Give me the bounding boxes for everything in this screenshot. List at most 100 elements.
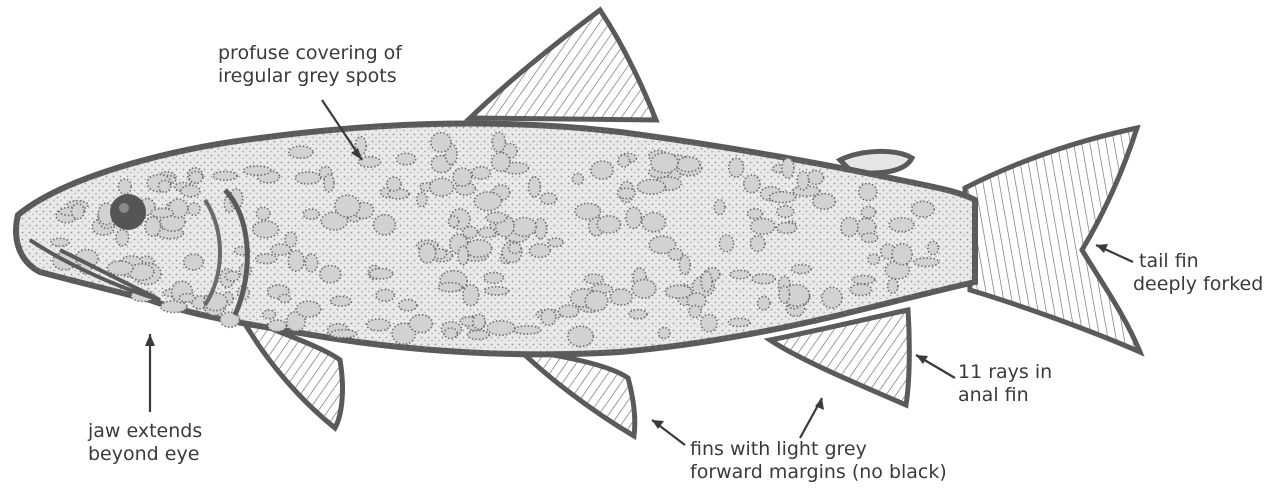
body-spot [729, 158, 744, 177]
body-spot [268, 320, 286, 331]
body-spot [181, 185, 200, 197]
label-tail: tail fin deeply forked [1133, 250, 1263, 296]
body-spot [665, 285, 691, 298]
body-spot [714, 200, 725, 215]
body-spot [529, 177, 541, 197]
body-spot [758, 297, 770, 310]
body-spot [777, 206, 794, 217]
body-spot [367, 319, 390, 331]
body-spot [335, 195, 360, 217]
label-jaw: jaw extends beyond eye [88, 420, 202, 466]
body-spot [575, 203, 601, 219]
body-spot [928, 241, 939, 254]
body-spot [535, 218, 547, 239]
body-spot [751, 219, 775, 235]
body-spot [777, 223, 797, 234]
body-spot [324, 174, 334, 192]
body-spot [852, 276, 875, 284]
body-spot [486, 212, 506, 223]
body-spot [512, 218, 536, 237]
body-spot [572, 174, 583, 185]
body-spot [213, 171, 237, 180]
body-spot [591, 161, 613, 179]
dorsal-fin [470, 10, 656, 120]
body-spot [744, 175, 760, 193]
label-spots-line2: iregular grey spots [218, 65, 402, 88]
body-spot [289, 146, 313, 158]
body-spot [677, 157, 700, 172]
label-fins: fins with light grey forward margins (no… [690, 438, 947, 484]
body-spot [331, 296, 352, 306]
body-spot [107, 261, 133, 275]
body-spot [388, 189, 409, 199]
body-spot [376, 290, 394, 302]
body-spot [288, 250, 304, 271]
label-spots-line1: profuse covering of [218, 42, 402, 65]
body-spot [509, 243, 521, 254]
label-tail-line1: tail fin [1133, 250, 1263, 273]
body-spot [752, 274, 775, 284]
body-spot [626, 207, 641, 228]
body-spot [330, 330, 357, 338]
body-spot [797, 171, 808, 190]
body-spot [243, 166, 271, 175]
body-spot [888, 279, 898, 294]
body-spot [467, 330, 489, 339]
body-spot [484, 273, 503, 284]
body-spot [369, 269, 392, 279]
body-spot [638, 180, 666, 195]
body-spot [444, 328, 457, 339]
body-spot [72, 204, 85, 219]
body-spot [285, 232, 297, 247]
body-spot [629, 310, 647, 319]
body-spot [116, 230, 129, 246]
label-jaw-line2: beyond eye [88, 443, 202, 466]
body-spot [807, 171, 823, 185]
body-spot [568, 326, 593, 346]
body-spot [253, 221, 279, 238]
body-spot [409, 315, 432, 333]
body-spot [632, 280, 656, 298]
body-spot [889, 218, 914, 232]
body-spot [617, 188, 635, 198]
body-spot [188, 203, 200, 216]
body-spot [751, 236, 765, 252]
body-spot [813, 194, 836, 210]
body-spot [256, 207, 270, 220]
label-fins-line2: forward margins (no black) [690, 461, 947, 484]
label-spots: profuse covering of iregular grey spots [218, 42, 402, 88]
body-spot [861, 207, 875, 218]
body-spot [279, 294, 291, 302]
body-spot [145, 217, 161, 236]
label-fins-line1: fins with light grey [690, 438, 947, 461]
label-rays: 11 rays in anal fin [958, 361, 1052, 407]
body-spot [303, 209, 319, 219]
body-spot [431, 133, 451, 152]
body-spot [474, 192, 501, 211]
body-spot [791, 265, 811, 274]
body-spot [438, 283, 462, 292]
body-spot [689, 305, 701, 317]
body-spot [719, 235, 733, 252]
body-spot [859, 184, 877, 201]
body-spot [892, 244, 912, 265]
body-spot [396, 153, 415, 164]
body-spot [914, 258, 939, 266]
body-spot [399, 300, 417, 311]
tail-fin [965, 128, 1140, 352]
body-spot [374, 215, 396, 235]
body-spot [485, 287, 509, 295]
body-spot [642, 213, 666, 232]
body-spot [492, 132, 505, 152]
body-spot [782, 158, 794, 178]
body-spot [184, 254, 204, 270]
body-spot [417, 192, 427, 206]
body-spot [453, 168, 472, 186]
body-spot [841, 218, 858, 237]
body-spot [585, 291, 608, 311]
body-spot [701, 271, 712, 291]
body-spot [541, 309, 556, 325]
pelvic-fin [520, 350, 635, 436]
